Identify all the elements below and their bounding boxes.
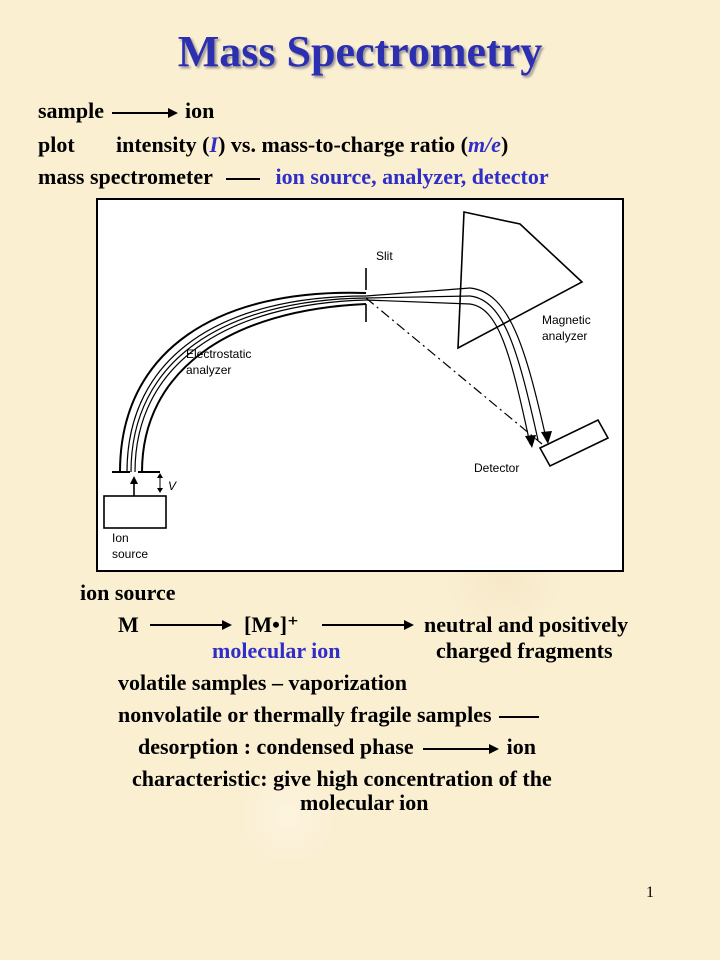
page-number: 1 — [646, 884, 654, 901]
voltage-arrow-down-icon — [157, 488, 163, 493]
intensity-text-c: ) — [500, 132, 509, 157]
detector-box — [538, 418, 610, 468]
characteristic-line-2: molecular ion — [300, 790, 429, 815]
beam-arc-3 — [134, 299, 367, 473]
desorption-text: desorption : condensed phase — [138, 734, 414, 759]
right-arrow-icon — [111, 107, 178, 118]
intensity-text-b: ) vs. mass-to-charge ratio ( — [218, 132, 468, 157]
magnetic-label-2: analyzer — [542, 329, 587, 343]
right-arrow-icon — [322, 620, 414, 630]
dash-line-icon — [226, 177, 261, 180]
voltage-arrow-up-icon — [157, 473, 163, 478]
molecular-ion-label: molecular ion — [212, 638, 341, 663]
magnetic-label-1: Magnetic — [542, 313, 591, 327]
beam-line-1 — [365, 287, 471, 297]
source-arrow-icon — [130, 476, 138, 484]
plot-text: plot — [38, 132, 75, 157]
ion-source-box — [103, 495, 167, 529]
electrostatic-label-2: analyzer — [186, 363, 231, 377]
right-arrow-icon — [150, 620, 232, 630]
magnetic-beam-2 — [469, 295, 539, 441]
beam-arrow-2 — [525, 435, 536, 448]
charged-fragments-text: charged fragments — [436, 638, 613, 663]
undeflected-path — [365, 297, 543, 445]
detector-label: Detector — [474, 461, 519, 475]
beam-arc-1 — [126, 295, 367, 473]
nonvolatile-line: nonvolatile or thermally fragile samples — [118, 702, 540, 728]
magnetic-beam-1 — [469, 287, 547, 439]
sample-ion-line: sample ion — [38, 98, 214, 124]
electrostatic-arc-outer — [119, 291, 367, 473]
mass-spectrometer-line: mass spectrometer ion source, analyzer, … — [38, 164, 549, 190]
beam-arrow-1 — [541, 431, 552, 444]
beam-arc-2 — [130, 297, 367, 473]
m-text: M — [118, 612, 139, 637]
sample-text: sample — [38, 98, 104, 123]
neutral-positive-text: neutral and positively — [424, 612, 629, 637]
desorption-line: desorption : condensed phase ion — [138, 734, 536, 760]
ion-text: ion — [185, 98, 215, 123]
volatile-text: volatile samples – vaporization — [118, 670, 408, 695]
ion-source-label-1: Ion — [112, 531, 129, 545]
plot-line: plot intensity (I) vs. mass-to-charge rat… — [38, 132, 508, 158]
slit-label: Slit — [376, 249, 393, 263]
mass-spectrometer-diagram: Slit Magnetic analyzer Electrostatic ana… — [96, 198, 624, 572]
intensity-symbol: I — [209, 132, 219, 157]
electrostatic-arc-inner — [141, 303, 367, 473]
dash-line-icon — [499, 715, 540, 718]
ion-source-label-2: source — [112, 547, 148, 561]
intensity-text-a: intensity ( — [116, 132, 210, 157]
page-title: Mass Spectrometry — [177, 27, 543, 76]
beam-line-3 — [365, 299, 471, 305]
molecular-ion-formula: [M•]⁺ — [244, 612, 299, 637]
right-arrow-icon — [423, 743, 500, 754]
electrostatic-label-1: Electrostatic — [186, 347, 251, 361]
diagram-svg: Slit Magnetic analyzer Electrostatic ana… — [103, 211, 610, 561]
ion-source-heading: ion source — [80, 580, 176, 605]
voltage-label: V — [168, 479, 177, 493]
part-ion-source: ion source, — [275, 164, 377, 189]
desorption-ion-text: ion — [506, 734, 537, 759]
characteristic-line-1: characteristic: give high concentration … — [132, 766, 552, 791]
part-analyzer: analyzer, — [382, 164, 467, 189]
magnetic-analyzer-shape — [457, 211, 584, 350]
mass-spectrometer-text: mass spectrometer — [38, 164, 213, 189]
beam-line-2 — [365, 295, 471, 299]
nonvolatile-text: nonvolatile or thermally fragile samples — [118, 702, 492, 727]
mass-charge-symbol: m/e — [467, 132, 501, 157]
part-detector: detector — [471, 164, 549, 189]
magnetic-beam-3 — [469, 303, 531, 445]
